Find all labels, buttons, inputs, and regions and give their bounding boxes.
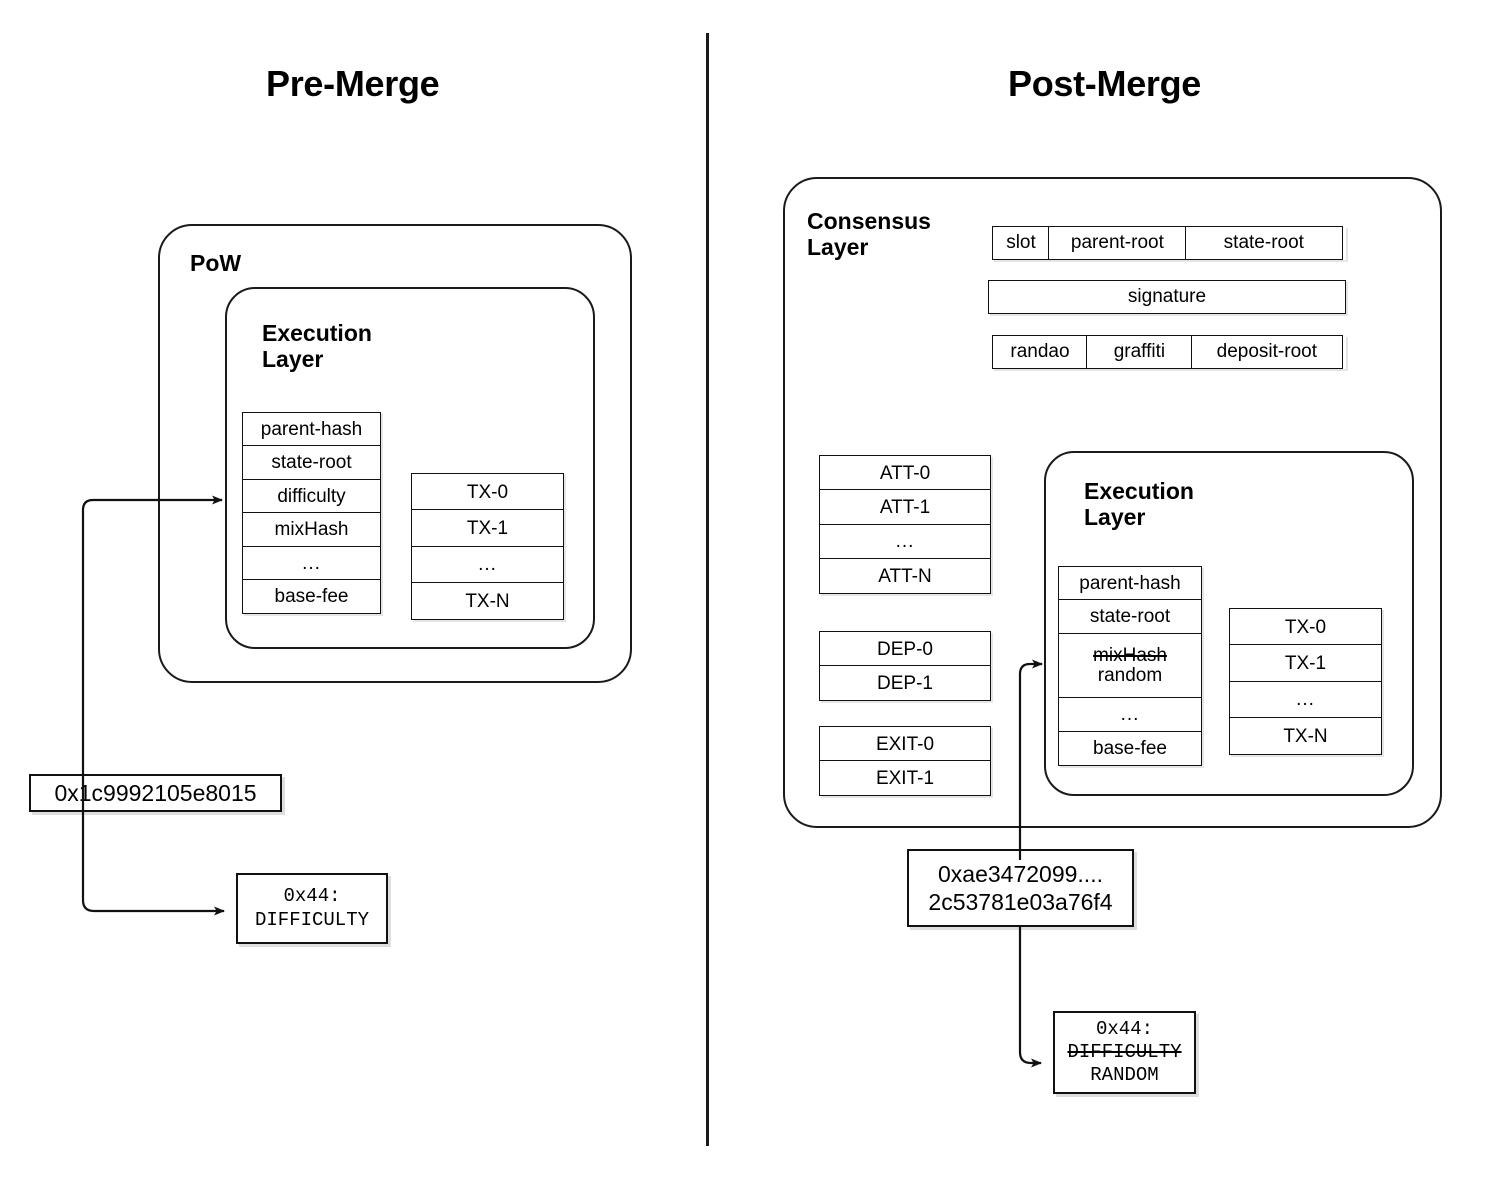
stack-cell: state-root: [242, 445, 381, 481]
stack-cell: DEP-0: [819, 631, 991, 667]
pre-merge-opcode-code: 0x44:: [283, 885, 341, 908]
stack-cell: TX-0: [1229, 608, 1382, 646]
consensus-layer-label: Consensus Layer: [807, 208, 931, 261]
struck-field-label: mixHash: [1093, 645, 1167, 667]
consensus-field: slot: [992, 226, 1050, 260]
stack-cell: ...: [1229, 680, 1382, 719]
stack-cell: base-fee: [1058, 730, 1202, 766]
pre-merge-opcode-name: DIFFICULTY: [254, 908, 370, 931]
pre-merge-title: Pre-Merge: [266, 63, 440, 104]
pow-label: PoW: [190, 250, 242, 276]
pre-merge-opcode-box: 0x44: DIFFICULTY: [236, 873, 388, 944]
stack-cell: parent-hash: [1058, 566, 1202, 601]
stack-cell: ATT-0: [819, 455, 991, 491]
post-merge-opcode-old-name: DIFFICULTY: [1067, 1040, 1182, 1063]
post-merge-opcode-new-name: RANDOM: [1090, 1064, 1159, 1087]
stack-cell: state-root: [1058, 599, 1202, 635]
consensus-field: parent-root: [1048, 226, 1187, 260]
stack-cell: ATT-1: [819, 489, 991, 526]
post-merge-random-value-line1: 0xae3472099....: [938, 860, 1103, 887]
consensus-field: state-root: [1184, 226, 1343, 260]
stack-cell: TX-N: [411, 582, 564, 621]
stack-cell: mixHash: [242, 512, 381, 548]
stack-cell: ATT-N: [819, 558, 991, 595]
stack-cell: EXIT-0: [819, 726, 991, 762]
stack-cell: DEP-1: [819, 665, 991, 702]
post-merge-random-value: 0xae3472099.... 2c53781e03a76f4: [907, 849, 1134, 927]
arrow-value-to-post-opcode: [1018, 927, 1042, 1068]
consensus-header-row-2: signature: [988, 280, 1346, 314]
pre-execution-layer-label: Execution Layer: [262, 320, 372, 373]
stack-cell: TX-N: [1229, 717, 1382, 756]
stack-cell: TX-1: [411, 509, 564, 548]
stack-cell: TX-1: [1229, 644, 1382, 683]
pre-merge-difficulty-value: 0x1c9992105e8015: [29, 774, 282, 812]
stack-cell: TX-0: [411, 473, 564, 511]
post-merge-opcode-box: 0x44: DIFFICULTY RANDOM: [1053, 1011, 1196, 1094]
stack-cell: difficulty: [242, 478, 381, 514]
stack-cell: ...: [1058, 697, 1202, 733]
new-field-label: random: [1097, 665, 1163, 687]
stack-cell: ...: [411, 545, 564, 584]
post-merge-random-value-line2: 2c53781e03a76f4: [928, 889, 1113, 915]
panel-divider: [706, 33, 709, 1146]
stack-cell: base-fee: [242, 579, 381, 615]
consensus-field: signature: [988, 280, 1346, 314]
post-merge-opcode-code: 0x44:: [1095, 1017, 1153, 1040]
consensus-field: graffiti: [1086, 335, 1193, 369]
post-merge-title: Post-Merge: [1008, 63, 1202, 104]
stack-cell: parent-hash: [242, 412, 381, 447]
post-execution-layer-label: Execution Layer: [1084, 478, 1194, 531]
consensus-field: randao: [992, 335, 1088, 369]
stack-cell: ...: [819, 523, 991, 560]
stack-cell: EXIT-1: [819, 760, 991, 797]
stack-cell: ...: [242, 545, 381, 581]
consensus-field: deposit-root: [1190, 335, 1343, 369]
